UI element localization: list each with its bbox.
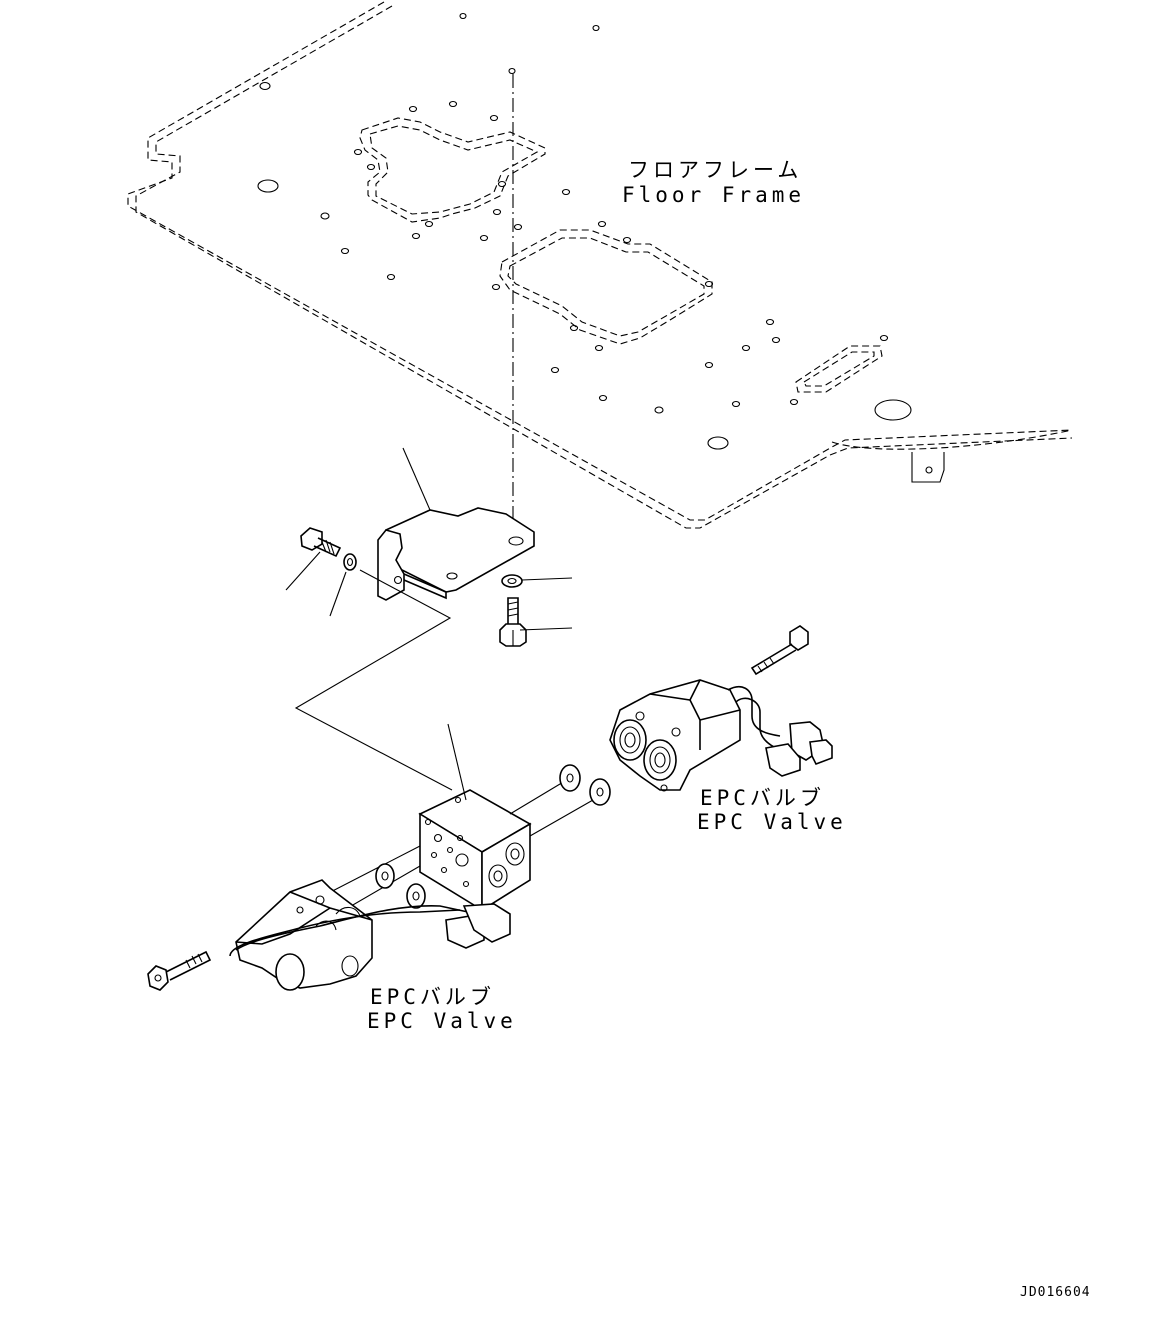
bolt-right [499, 574, 573, 647]
epc-valve-left-en-label: EPC Valve [367, 1009, 517, 1033]
o-rings-left [375, 863, 426, 909]
epc-valve-left [147, 879, 511, 991]
bolt-left [285, 527, 357, 617]
epc-valve-right-jp-label: EPCバルブ [700, 786, 825, 810]
valve-manifold-block [279, 723, 601, 939]
epc-valve-left-jp-label: EPCバルブ [370, 985, 495, 1009]
o-rings-right [559, 764, 611, 806]
assembly-line [294, 569, 453, 791]
floor-frame [127, 1, 1073, 529]
drawing-number: JD016604 [1020, 1285, 1091, 1300]
frame-holes [257, 12, 912, 450]
epc-valve-right [609, 625, 833, 792]
floor-frame-jp-label: フロアフレーム [628, 158, 802, 182]
floor-frame-en-label: Floor Frame [622, 183, 805, 207]
epc-valve-right-en-label: EPC Valve [697, 810, 847, 834]
